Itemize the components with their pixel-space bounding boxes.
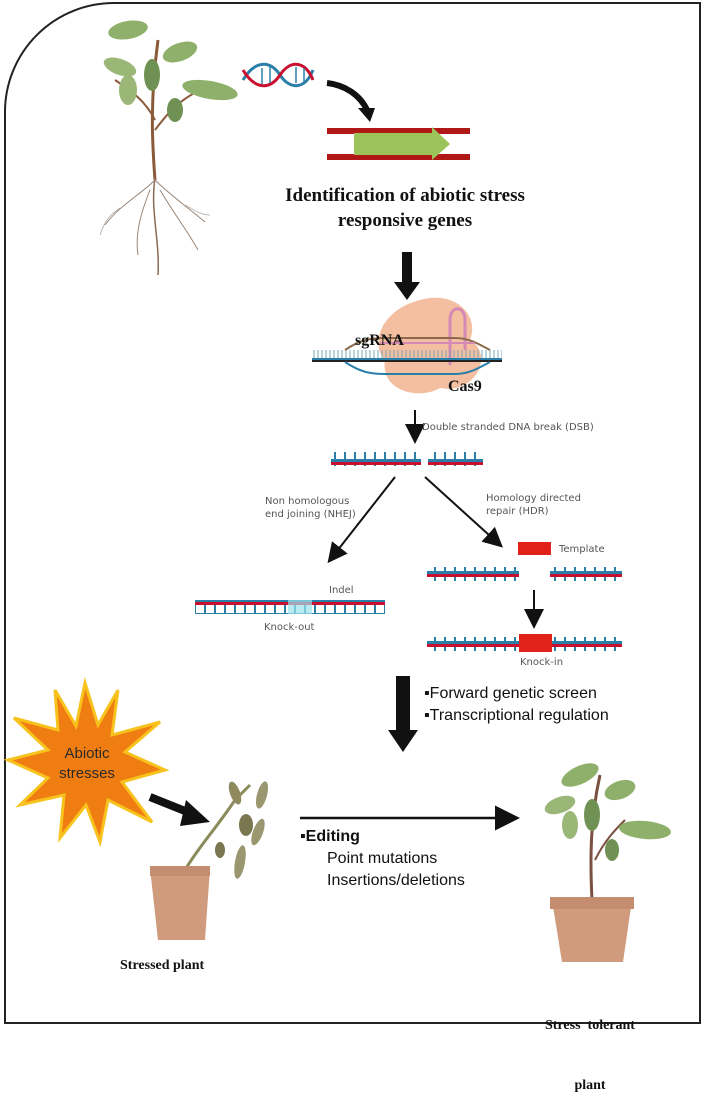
- down-arrow-icon: [394, 252, 420, 300]
- diagram-border: [4, 2, 701, 1024]
- cas9-label: Cas9: [448, 378, 482, 395]
- hdr-line-1: Homology directed: [486, 493, 581, 504]
- dna-fragment-right: [428, 452, 483, 466]
- cas9-complex-icon: [312, 297, 502, 394]
- editing-list: ▪Editing Point mutations Insertions/dele…: [300, 826, 465, 892]
- down-arrow-icon: [388, 676, 418, 752]
- title-line-2: responsive genes: [337, 210, 473, 231]
- dna-fragment-left: [331, 452, 421, 466]
- stressed-plant-label: Stressed plant: [120, 958, 205, 973]
- indel-label: Indel: [329, 585, 354, 596]
- editing-item: Insertions/deletions: [327, 872, 465, 889]
- hdr-label: Homology directed repair (HDR): [486, 492, 581, 518]
- approach-item: ▪Transcriptional regulation: [424, 705, 609, 727]
- nhej-line-2: end joining (NHEJ): [265, 509, 356, 520]
- dsb-label: Double stranded DNA break (DSB): [422, 422, 594, 433]
- stress-tolerant-plant-label: Stress tolerant plant: [530, 976, 650, 1116]
- stressed-plant-icon: [150, 781, 269, 940]
- title-line-1: Identification of abiotic stress: [285, 185, 525, 206]
- abiotic-stresses-label: Abiotic stresses: [42, 744, 132, 784]
- diagram-graphics: [3, 20, 671, 962]
- nhej-arrow-icon: [327, 476, 396, 564]
- burst-line-2: stresses: [59, 765, 115, 782]
- editing-label: Editing: [305, 828, 360, 845]
- tolerant-line-1: Stress tolerant: [545, 1018, 635, 1033]
- curved-arrow-icon: [326, 80, 370, 112]
- bullet: ▪: [424, 707, 430, 724]
- hdr-arrow-icon: [424, 476, 503, 548]
- gene-schematic-icon: [327, 127, 470, 160]
- abiotic-stress-burst-icon: [3, 677, 170, 848]
- burst-line-1: Abiotic: [64, 745, 110, 762]
- nhej-line-1: Non homologous: [265, 496, 350, 507]
- approach-text: Forward genetic screen: [429, 685, 597, 702]
- stress-tolerant-plant-icon: [544, 763, 671, 962]
- tolerant-line-2: plant: [574, 1078, 606, 1093]
- dna-helix-icon: [241, 62, 315, 88]
- knockin-insert: [519, 634, 552, 652]
- indel-region: [288, 600, 312, 614]
- knockout-label: Knock-out: [264, 622, 315, 633]
- template-block: [518, 542, 551, 555]
- stress-arrow-icon: [148, 793, 210, 826]
- nhej-label: Non homologous end joining (NHEJ): [265, 495, 356, 521]
- sgrna-label: sgRNA: [355, 332, 404, 349]
- template-label: Template: [559, 544, 605, 555]
- editing-heading: ▪Editing: [300, 826, 465, 848]
- approach-item: ▪Forward genetic screen: [424, 683, 609, 705]
- bullet: ▪: [424, 685, 430, 702]
- hdr-dna-left: [427, 567, 519, 581]
- knockin-label: Knock-in: [520, 657, 564, 668]
- gene-identification-title: Identification of abiotic stress respons…: [255, 183, 555, 233]
- approach-text: Transcriptional regulation: [429, 707, 609, 724]
- plant-with-roots-icon: [99, 20, 238, 276]
- hdr-dna-right: [550, 567, 622, 581]
- editing-item: Point mutations: [327, 850, 438, 867]
- bullet: ▪: [300, 828, 306, 845]
- hdr-line-2: repair (HDR): [486, 506, 549, 517]
- approaches-list: ▪Forward genetic screen ▪Transcriptional…: [424, 683, 609, 727]
